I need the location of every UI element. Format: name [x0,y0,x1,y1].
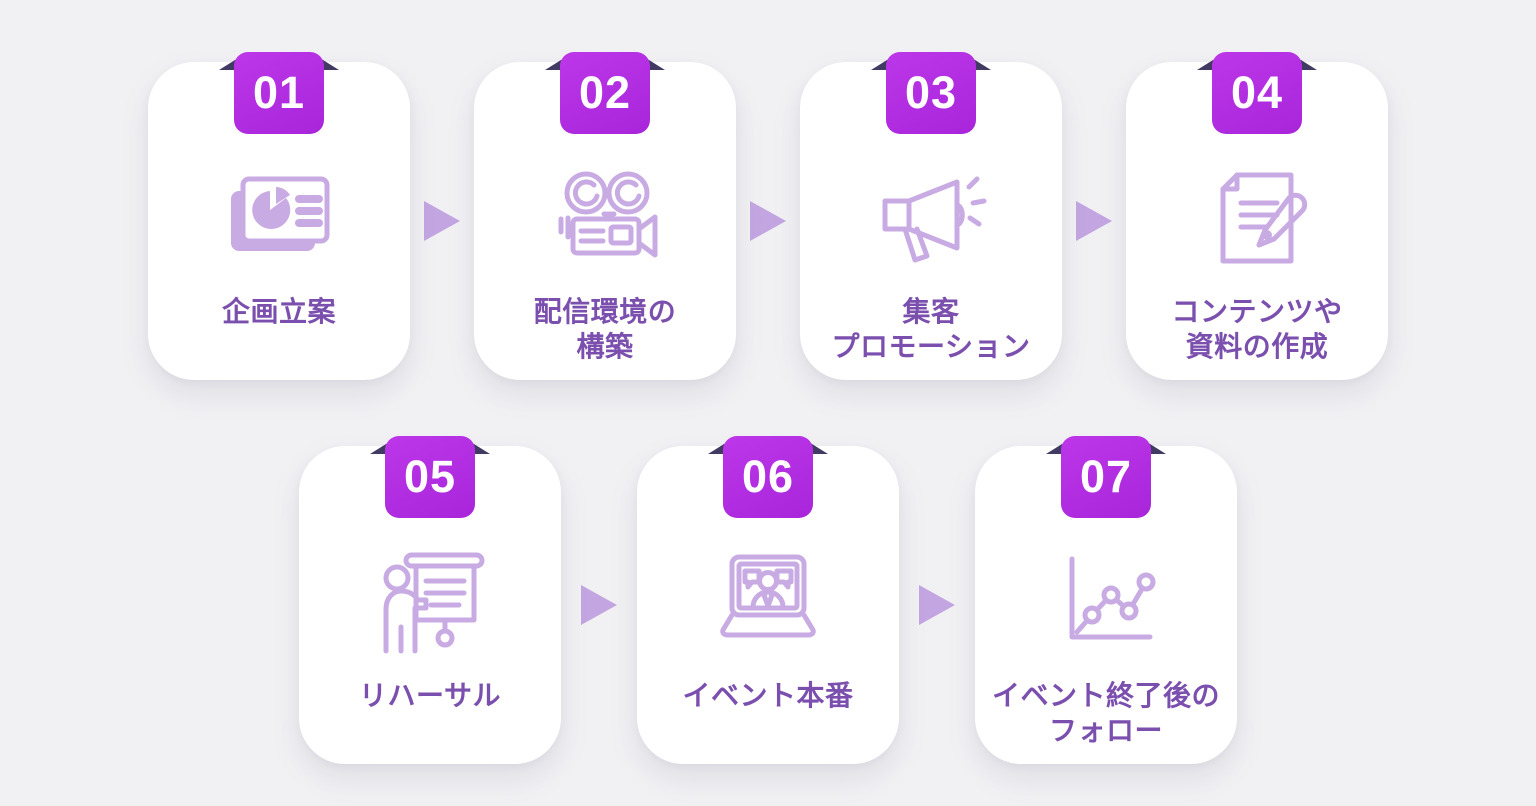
document-pen-icon [1220,172,1308,264]
step-label: 配信環境の 構築 [533,296,677,362]
step-label: コンテンツや 資料の作成 [1171,296,1343,362]
right-arrow-icon [424,201,460,241]
right-arrow-icon [919,585,955,625]
step-badge: 05 [370,436,490,518]
presentation-chart-icon [231,176,330,251]
step-card-01: 01 企画立案 [148,52,410,380]
step-label: イベント本番 [682,680,854,711]
step-number: 04 [1230,67,1284,118]
right-arrow-icon [1076,201,1112,241]
step-badge: 03 [871,52,991,134]
process-row-2: 05 リハーサル 06 イベント本番 [0,436,1536,764]
step-number: 05 [403,451,457,502]
step-icon-area [800,156,1062,278]
step-badge: 01 [219,52,339,134]
megaphone-icon [882,176,987,263]
step-badge: 07 [1046,436,1166,518]
laptop-video-call-icon [720,554,816,638]
right-arrow-icon [750,201,786,241]
step-card-05: 05 リハーサル [299,436,561,764]
step-number: 02 [578,67,632,118]
step-number-badge: 07 [1061,436,1151,518]
step-icon-area [474,156,736,278]
step-number: 03 [904,67,958,118]
presenter-screen-icon [383,552,485,654]
step-number-badge: 03 [886,52,976,134]
step-card-02: 02 配信環境の 構築 [474,52,736,380]
step-number-badge: 04 [1212,52,1302,134]
right-arrow-icon [581,585,617,625]
step-label: リハーサル [359,680,501,711]
step-label: イベント終了後の フォロー [991,680,1220,746]
step-number-badge: 02 [560,52,650,134]
step-label: 集客 プロモーション [831,296,1031,362]
step-card-07: 07 イベント終了後の フォロー [975,436,1237,764]
step-number: 01 [252,67,306,118]
step-card-04: 04 コンテンツや 資料の作成 [1126,52,1388,380]
step-card-06: 06 イベント本番 [637,436,899,764]
step-icon-area [148,156,410,278]
step-badge: 02 [545,52,665,134]
step-badge: 04 [1197,52,1317,134]
step-icon-area [1126,156,1388,278]
step-icon-area [637,540,899,662]
step-icon-area [975,540,1237,662]
step-number: 07 [1079,451,1133,502]
step-card-03: 03 集客 プロモーション [800,52,1062,380]
step-badge: 06 [708,436,828,518]
video-camera-icon [558,171,658,258]
growth-chart-icon [1069,556,1156,640]
process-row-1: 01 企画立案 02 配信環境の [0,52,1536,380]
step-label: 企画立案 [221,296,336,327]
step-number-badge: 01 [234,52,324,134]
step-number-badge: 06 [723,436,813,518]
step-number: 06 [741,451,795,502]
step-number-badge: 05 [385,436,475,518]
step-icon-area [299,540,561,662]
